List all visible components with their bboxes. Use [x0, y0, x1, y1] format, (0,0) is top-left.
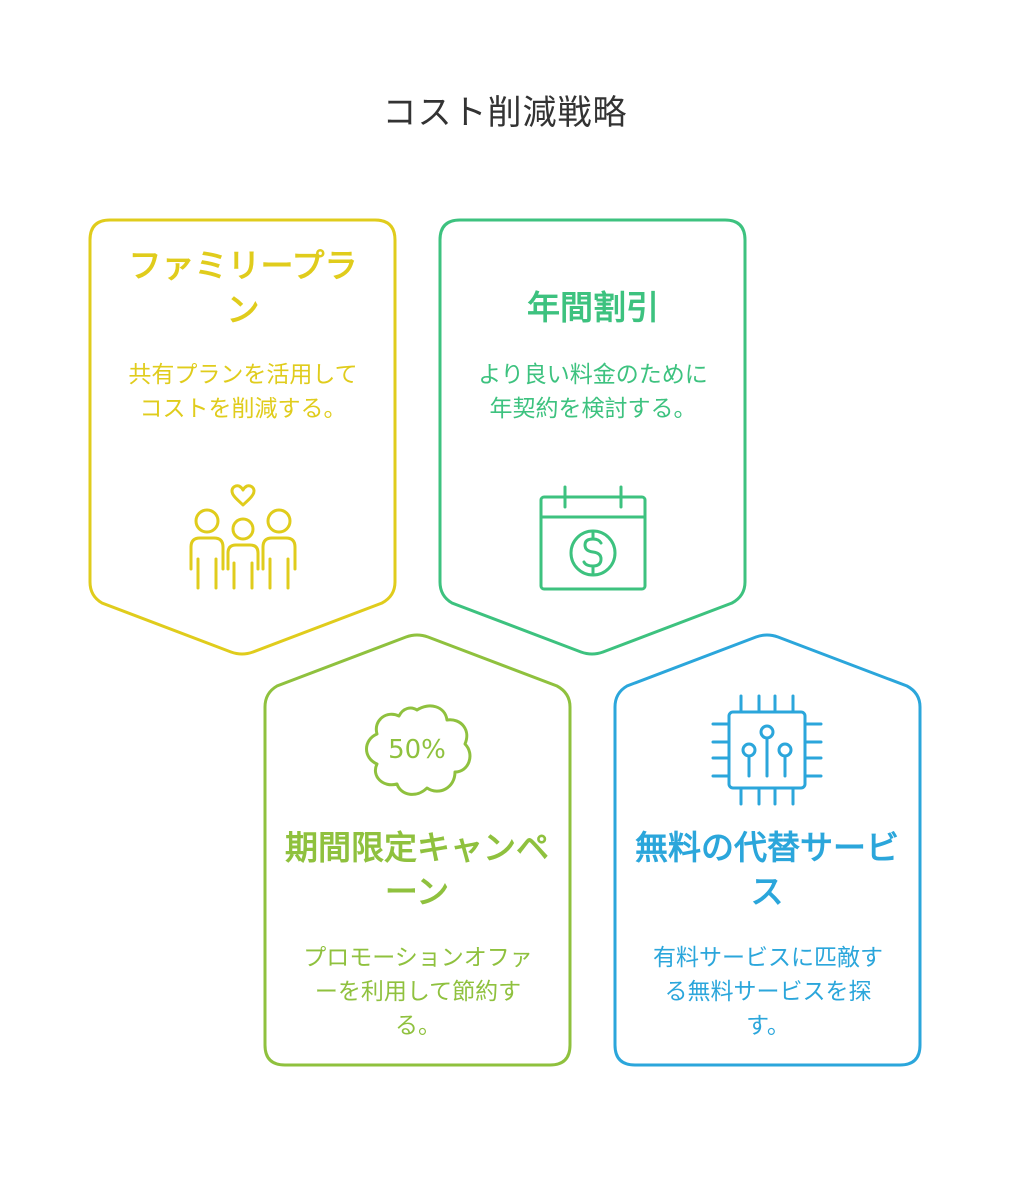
card-free-title: 無料の代替サービス — [635, 828, 899, 911]
card-annual-shape — [438, 218, 747, 656]
card-family-shape — [88, 218, 397, 656]
family-heart-icon — [189, 484, 297, 590]
calendar-dollar-icon — [539, 485, 647, 591]
card-free-shape — [613, 633, 922, 1067]
card-campaign-title: 期間限定キャンペーン — [285, 828, 549, 911]
card-family-title: ファミリープラン — [128, 246, 358, 329]
percent-badge-icon: 50% — [365, 704, 472, 796]
diagram-title: コスト削減戦略 — [382, 93, 628, 133]
card-campaign-description: プロモーションオファーを利用して節約する。 — [303, 945, 533, 1039]
card-family-description: 共有プランを活用してコストを削減する。 — [128, 362, 358, 422]
card-annual-title: 年間割引 — [527, 288, 659, 327]
card-campaign-shape — [263, 633, 572, 1067]
card-annual-description: より良い料金のために年契約を検討する。 — [478, 362, 708, 422]
percent-badge-text: 50% — [388, 735, 446, 765]
chip-circuit-icon — [711, 694, 823, 806]
card-free-description: 有料サービスに匹敵する無料サービスを探す。 — [653, 945, 883, 1039]
